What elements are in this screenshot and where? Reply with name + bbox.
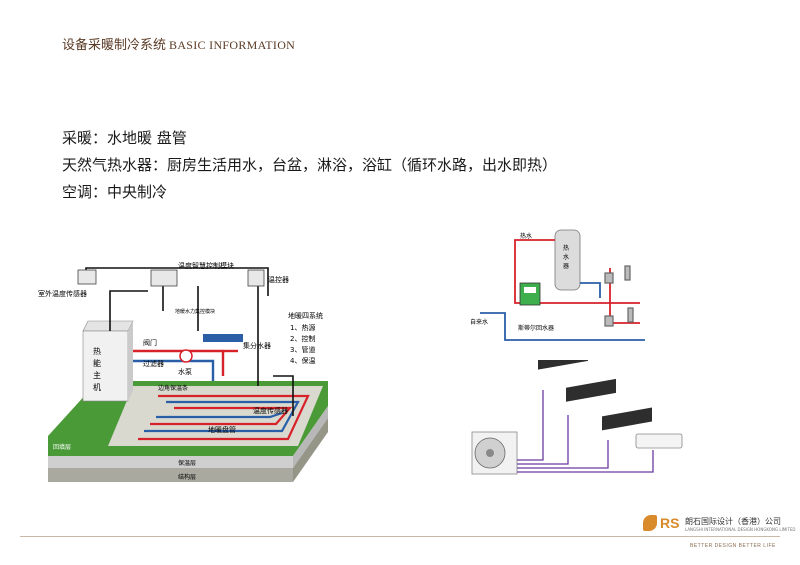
return-device — [519, 282, 541, 306]
label-floor-sensor: 温度传感器 — [253, 406, 288, 415]
control-module-box — [150, 269, 178, 287]
boiler-label-1: 热 — [93, 346, 101, 356]
header-title-cn: 设备采暖制冷系统 — [62, 38, 167, 53]
label-insulation: 保温层 — [178, 459, 196, 467]
water-tank — [554, 229, 581, 291]
tank-label-1: 热 — [563, 244, 569, 252]
structure-layer — [48, 468, 293, 482]
logo-mark-icon — [643, 515, 657, 531]
label-hot-water: 热水 — [520, 232, 532, 240]
label-pump: 水泵 — [178, 367, 192, 376]
boiler-label-4: 机 — [93, 382, 101, 392]
system-item-4: 4、保温 — [290, 356, 315, 365]
indoor-units — [538, 360, 683, 449]
system-title: 地暖四系统 — [288, 311, 323, 320]
label-floor-pipe: 地暖盘管 — [208, 425, 236, 434]
label-valve: 阀门 — [143, 338, 157, 347]
boiler-label-2: 能 — [93, 358, 101, 368]
label-edge-insulation: 边角保温条 — [158, 384, 188, 392]
thermostat-box — [247, 269, 265, 287]
manifold — [203, 334, 243, 342]
label-manifold: 集分水器 — [243, 341, 271, 350]
ac-diagram — [471, 360, 683, 475]
info-bullets: 采暖：水地暖 盘管 天然气热水器：厨房生活用水，台盆，淋浴，浴缸（循环水路，出水… — [62, 125, 557, 206]
label-tap-water: 自来水 — [470, 318, 488, 326]
boiler-label-3: 主 — [93, 370, 101, 380]
outdoor-sensor-box — [77, 269, 97, 285]
header-title-en: BASIC INFORMATION — [169, 38, 296, 52]
label-outdoor-sensor: 室外温度传感器 — [38, 289, 87, 298]
logo-rs: RS — [660, 515, 680, 531]
control-wires — [85, 267, 294, 416]
footer-tagline: BETTER DESIGN BETTER LIFE — [690, 543, 776, 549]
boiler-unit — [82, 330, 129, 402]
company-name-cn: 朗石国际设计（香港）公司 — [685, 517, 781, 526]
system-item-1: 1、热源 — [290, 323, 315, 332]
label-return-device: 斯蒂尔回水器 — [518, 324, 554, 332]
bullet-ac: 空调：中央制冷 — [62, 183, 168, 201]
system-item-3: 3、管道 — [290, 345, 315, 354]
floor-pipe-coils — [138, 394, 310, 441]
label-module: 温度智慧控制模块 — [178, 261, 234, 270]
tank-label-3: 器 — [563, 263, 569, 270]
bullet-heating: 采暖：水地暖 盘管 — [62, 129, 187, 147]
tank-label-2: 水 — [563, 253, 569, 261]
insulation-layer — [48, 456, 293, 468]
system-item-2: 2、控制 — [290, 334, 315, 343]
label-backfill: 回填层 — [53, 443, 71, 451]
faucets — [604, 265, 634, 327]
label-thermostat: 温控器 — [268, 275, 289, 284]
footer-divider — [20, 536, 780, 537]
refrigerant-lines — [517, 390, 654, 473]
company-logo: RS 朗石国际设计（香港）公司 LANGSHI INTERNATIONAL DE… — [643, 515, 795, 535]
water-heater-diagram: 热 水 器 热水 自来水 斯蒂尔回水器 — [470, 229, 645, 341]
floor-heating-diagram: 热 能 主 机 温度智慧控制模块 室外温度传感器 温控器 地暖水力集控模块 阀门… — [38, 261, 328, 482]
label-structure: 结构层 — [178, 473, 196, 481]
bullet-water-heater: 天然气热水器：厨房生活用水，台盆，淋浴，浴缸（循环水路，出水即热） — [62, 156, 558, 174]
pump-icon — [179, 349, 193, 363]
company-name-en: LANGSHI INTERNATIONAL DESIGN HONGKONG LI… — [685, 527, 796, 532]
label-filter: 过滤器 — [143, 359, 164, 368]
label-mixing-module: 地暖水力集控模块 — [175, 308, 215, 315]
